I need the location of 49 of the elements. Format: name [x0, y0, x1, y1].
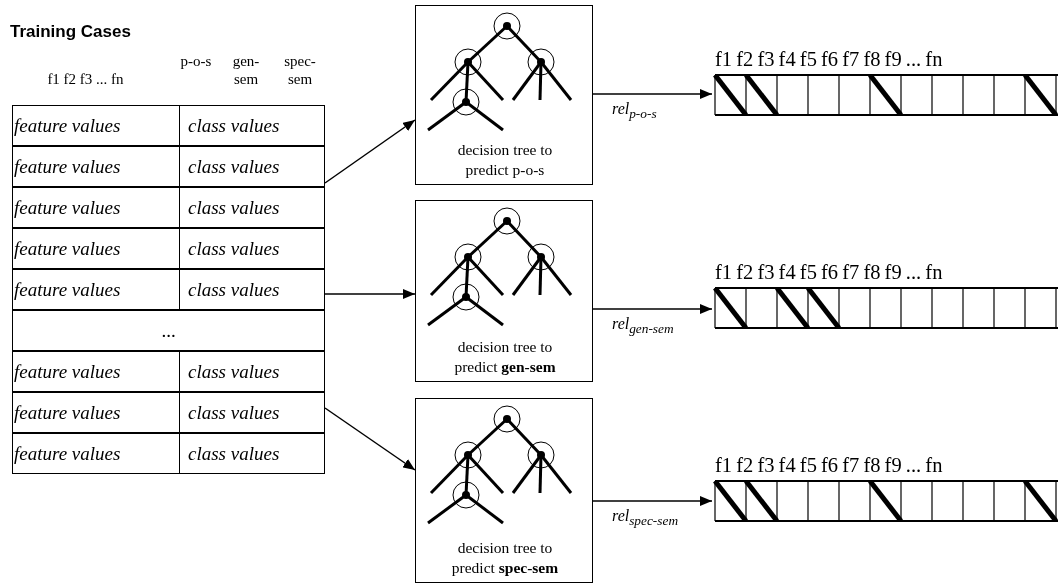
table-title: Training Cases — [10, 22, 131, 42]
feature-values-text: feature values — [13, 434, 180, 473]
tree-caption: decision tree to predict p-o-s — [456, 140, 554, 180]
class-values-text: class values — [187, 154, 280, 179]
class-values-text: class values — [187, 359, 280, 384]
arrow — [592, 496, 713, 506]
table-row — [12, 433, 325, 474]
feature-array-heading: f1 f2 f3 f4 f5 f6 f7 f8 f9 ... fn — [715, 260, 943, 284]
feature-values-text: feature values — [13, 188, 180, 227]
ellipsis-text: ... — [161, 319, 176, 342]
column-header: gen-sem — [231, 52, 261, 88]
edge-label: rel$_{spec-sem}$ — [611, 507, 680, 531]
column-header: p-o-s — [179, 52, 213, 70]
tree-caption: decision tree to predict gen-sem — [453, 337, 557, 377]
decision-tree-box — [415, 5, 593, 185]
decision-tree-box — [415, 398, 593, 583]
table-row — [12, 351, 325, 392]
table-row — [12, 228, 325, 269]
feature-values-text: feature values — [13, 352, 180, 391]
column-header: spec-sem — [283, 52, 317, 88]
edge-label: rel$_{p-o-s}$ — [611, 100, 658, 124]
feature-values-text: feature values — [13, 229, 180, 268]
arrow — [324, 289, 416, 299]
table-row — [12, 392, 325, 433]
table-row — [12, 187, 325, 228]
table-row — [12, 105, 325, 146]
decision-tree-box — [415, 200, 593, 382]
feature-array-heading: f1 f2 f3 f4 f5 f6 f7 f8 f9 ... fn — [715, 453, 943, 477]
arrow — [592, 304, 713, 314]
feature-array-heading: f1 f2 f3 f4 f5 f6 f7 f8 f9 ... fn — [715, 47, 943, 71]
feature-values-text: feature values — [13, 393, 180, 432]
column-header: f1 f2 f3 ... fn — [46, 70, 125, 88]
arrow — [324, 407, 416, 471]
feature-values-text: feature values — [13, 147, 180, 186]
table-row — [12, 269, 325, 310]
class-values-text: class values — [187, 277, 280, 302]
class-values-text: class values — [187, 400, 280, 425]
edge-label: rel$_{gen-sem}$ — [611, 315, 675, 339]
table-row — [12, 146, 325, 187]
table-row — [12, 310, 325, 351]
tree-caption: decision tree to predict spec-sem — [450, 538, 560, 578]
class-values-text: class values — [187, 113, 280, 138]
class-values-text: class values — [187, 441, 280, 466]
arrow — [324, 119, 416, 184]
feature-values-text: feature values — [13, 106, 180, 145]
class-values-text: class values — [187, 195, 280, 220]
class-values-text: class values — [187, 236, 280, 261]
arrow — [592, 89, 713, 99]
feature-values-text: feature values — [13, 270, 180, 309]
